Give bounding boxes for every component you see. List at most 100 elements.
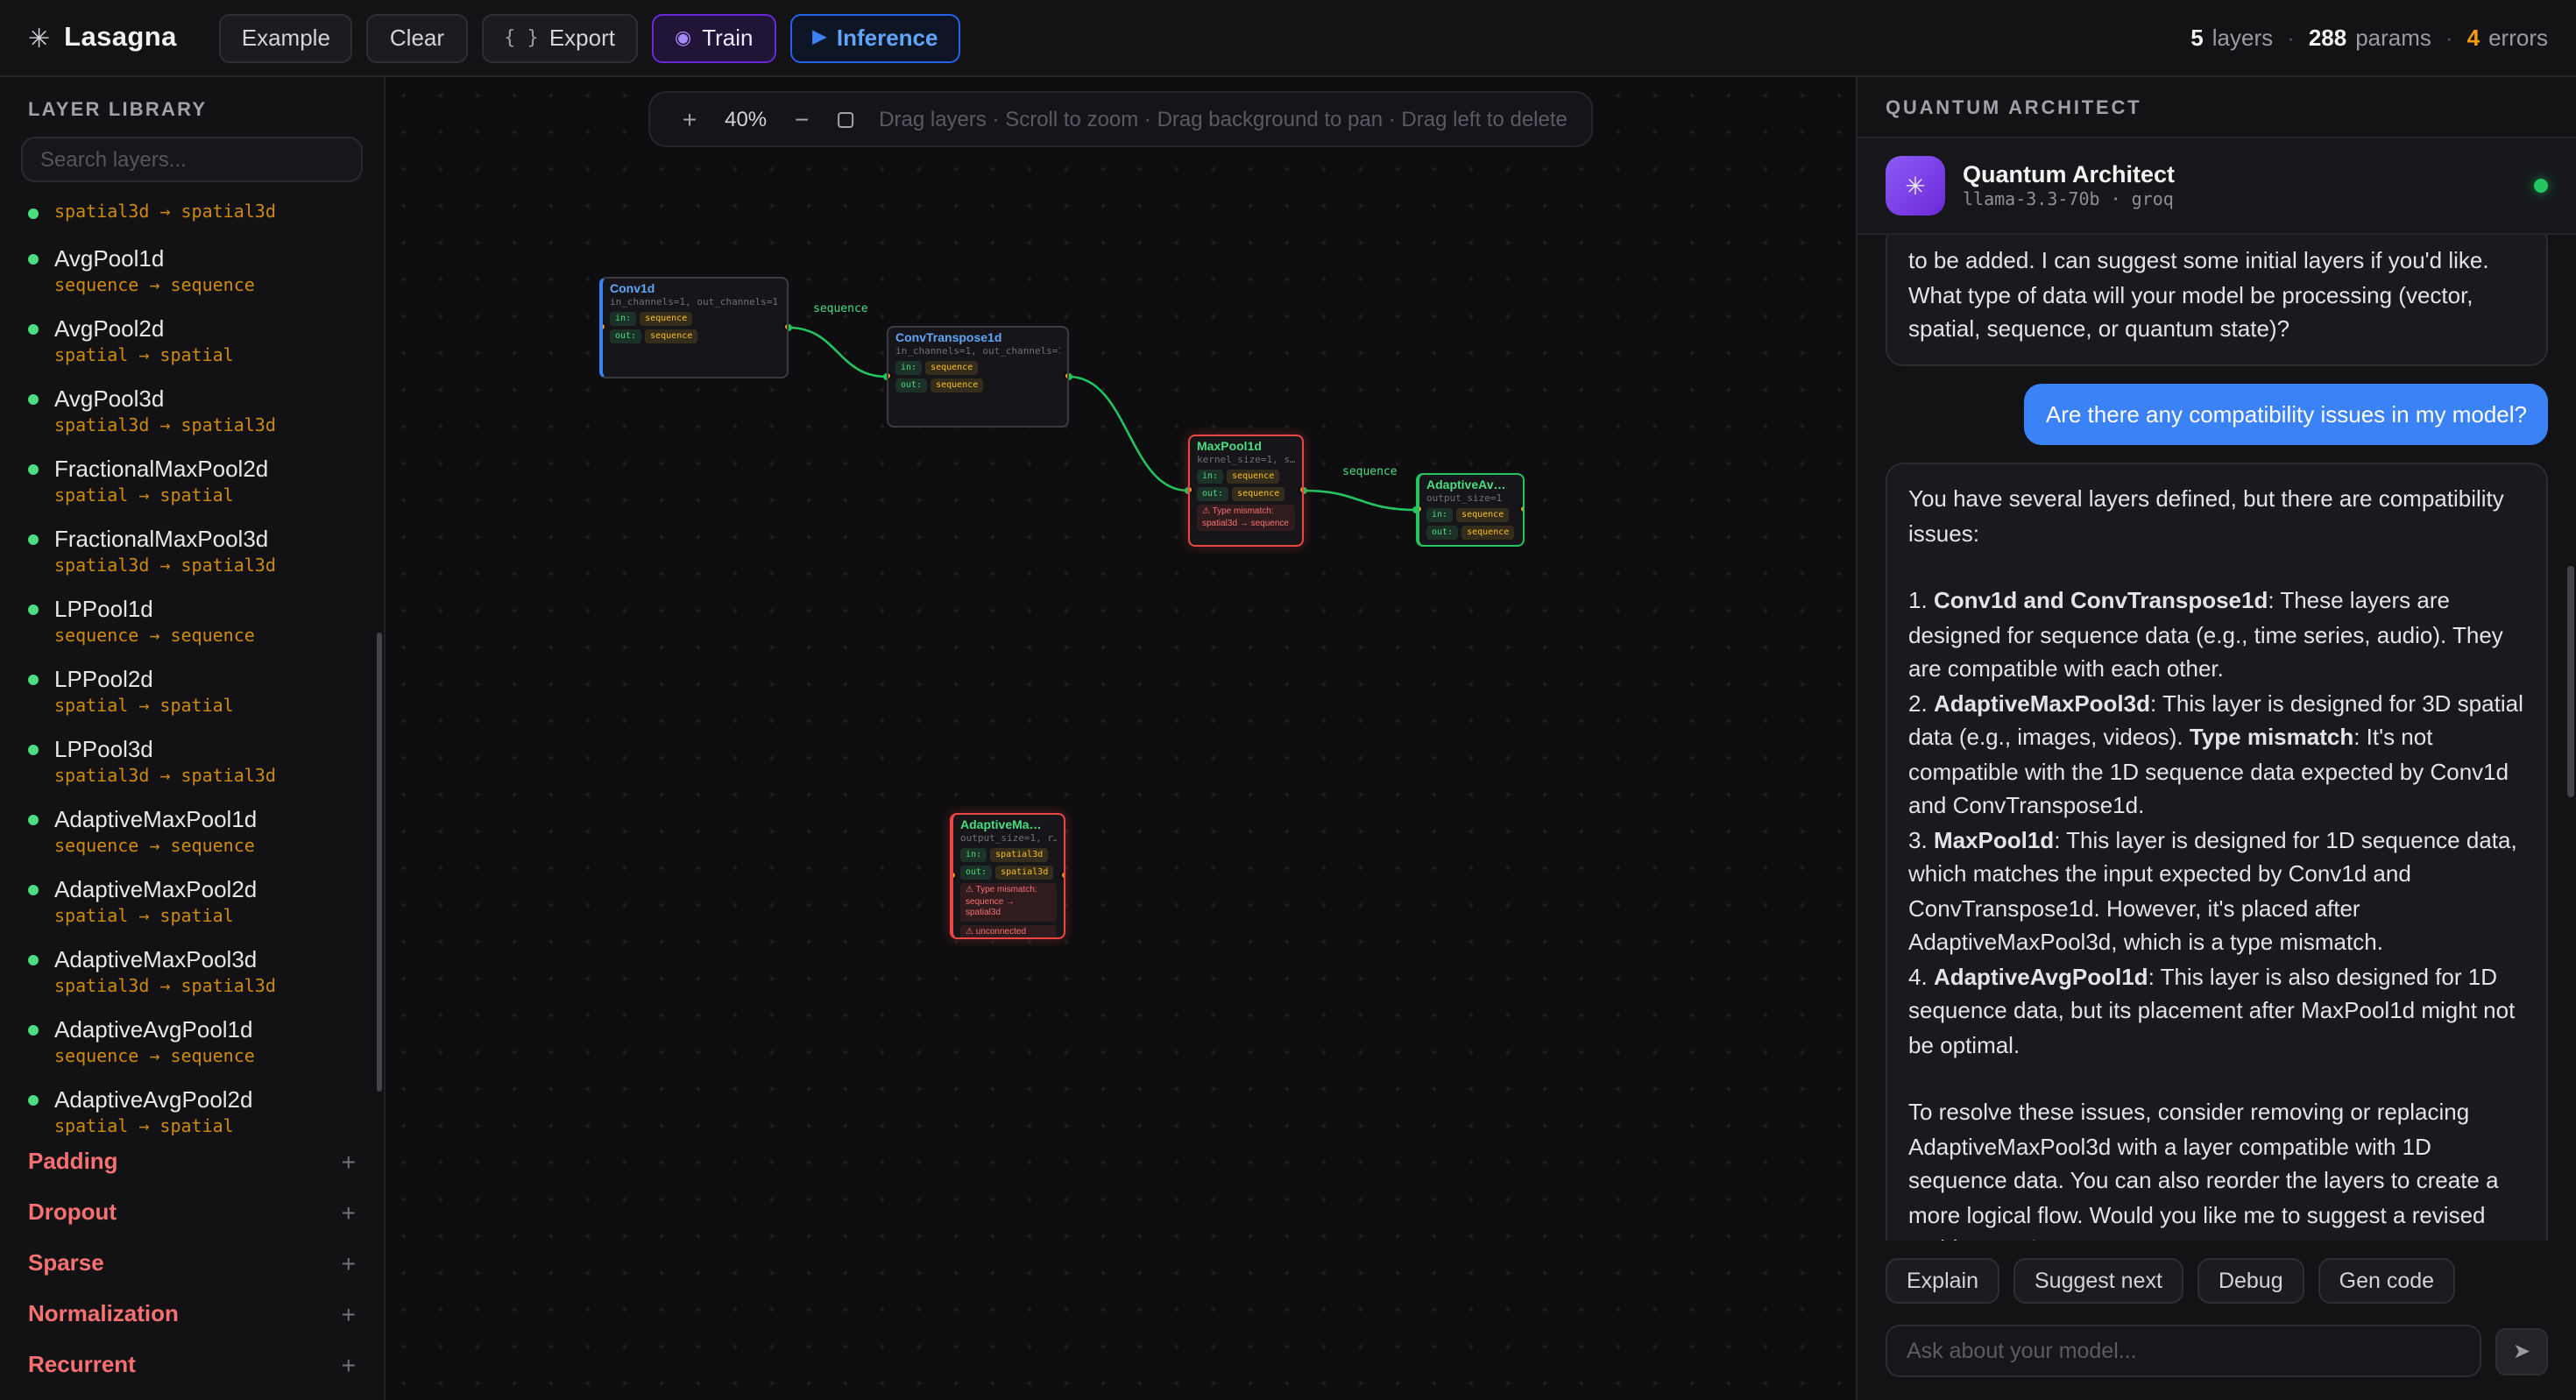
input-port[interactable] — [1419, 505, 1423, 513]
plus-icon[interactable]: + — [341, 1350, 356, 1378]
status-dot-icon — [28, 253, 39, 264]
online-status-dot — [2534, 179, 2548, 193]
quick-action-suggest-next[interactable]: Suggest next — [2013, 1258, 2183, 1304]
output-port[interactable] — [1064, 371, 1067, 380]
status-dot-icon — [28, 463, 39, 474]
category-normalization[interactable]: Normalization + — [0, 1288, 384, 1339]
output-port[interactable] — [1519, 505, 1523, 513]
quick-action-gen-code[interactable]: Gen code — [2318, 1258, 2456, 1304]
layer-signature: sequence → sequence — [54, 277, 255, 296]
output-port[interactable] — [1060, 871, 1064, 880]
plus-icon[interactable]: + — [341, 1248, 356, 1276]
layer-name: AdaptiveAvgPool2d — [54, 1086, 253, 1113]
layer-item-row: LPPool2d — [28, 666, 356, 692]
input-port[interactable] — [1190, 485, 1193, 494]
sidebar-scrollbar-thumb[interactable] — [377, 633, 382, 1092]
brand: ✳ Lasagna — [28, 22, 177, 53]
train-button[interactable]: ◉ Train — [651, 13, 776, 62]
node-adaptivemaxpool3d[interactable]: AdaptiveMa…output_size=1, r…in:spatial3d… — [950, 813, 1065, 939]
quick-action-explain[interactable]: Explain — [1886, 1258, 1999, 1304]
output-port[interactable] — [783, 322, 787, 331]
plus-icon[interactable]: + — [341, 1299, 356, 1327]
message-text: : This layer is designed for 3D spatial … — [1908, 689, 2523, 750]
io-type-chip: sequence — [1456, 508, 1510, 522]
message-text: : This layer is also designed for 1D seq… — [1908, 963, 2516, 1057]
node-io-row: out:sequence — [1426, 526, 1516, 540]
message-line: Are there any compatibility issues in my… — [2046, 397, 2527, 431]
io-type-chip: spatial3d — [990, 848, 1049, 862]
layer-item-partial[interactable]: spatial3d → spatial3d — [0, 196, 384, 237]
status-dot-icon — [28, 323, 39, 334]
layer-item-lppool1d[interactable]: LPPool1d sequence → sequence — [0, 587, 384, 657]
status-dot-icon — [28, 814, 39, 824]
edge-connection-1 — [1068, 375, 1189, 492]
layer-signature: sequence → sequence — [54, 627, 255, 647]
node-io-row: in:sequence — [1197, 470, 1295, 484]
category-label: Normalization — [28, 1300, 179, 1326]
input-port[interactable] — [888, 371, 892, 380]
clear-button[interactable]: Clear — [366, 13, 468, 62]
category-recurrent[interactable]: Recurrent+ — [0, 1339, 384, 1389]
category-label: Padding — [28, 1148, 118, 1174]
node-params: output_size=1, r… — [960, 834, 1057, 845]
message-line: 3. MaxPool1d: This layer is designed for… — [1908, 823, 2525, 959]
chat-input[interactable] — [1886, 1325, 2481, 1377]
layer-name: LPPool2d — [54, 666, 153, 692]
node-warning: ⚠ Type mismatch: sequence → spatial3d — [960, 883, 1057, 921]
layer-item-row: AvgPool3d — [28, 385, 356, 412]
message-text: To resolve these issues, consider removi… — [1908, 1099, 2499, 1241]
plus-icon[interactable]: + — [341, 1147, 356, 1175]
node-io-row: in:sequence — [1426, 508, 1516, 522]
category-padding[interactable]: Padding + — [0, 1135, 384, 1186]
layer-signature: spatial3d → spatial3d — [54, 767, 276, 787]
io-tag-chip: in: — [960, 848, 987, 862]
stat-separator: · — [2287, 25, 2295, 51]
message-text: 2. — [1908, 689, 1934, 716]
layer-signature: spatial → spatial — [54, 487, 234, 506]
input-port[interactable] — [603, 322, 606, 331]
app-logo-icon: ✳ — [28, 24, 51, 53]
layer-item-row: LPPool1d — [28, 596, 356, 622]
zoom-in-button[interactable]: + — [674, 103, 705, 135]
inference-button[interactable]: ▶ Inference — [789, 13, 961, 62]
zoom-out-button[interactable]: − — [786, 103, 817, 135]
example-button-label: Example — [241, 25, 330, 51]
io-type-chip: sequence — [1227, 470, 1280, 484]
quick-action-debug[interactable]: Debug — [2197, 1258, 2304, 1304]
status-dot-icon — [28, 1094, 39, 1105]
plus-icon[interactable]: + — [341, 1198, 356, 1226]
export-button[interactable]: { } Export — [481, 13, 638, 62]
message-text: 1. — [1908, 587, 1934, 613]
search-input[interactable] — [21, 137, 363, 182]
input-port[interactable] — [953, 871, 957, 880]
fit-view-icon[interactable] — [837, 111, 853, 127]
output-port[interactable] — [1299, 485, 1302, 494]
category-dropout[interactable]: Dropout+ — [0, 1186, 384, 1237]
message-text: You have several layers defined, but the… — [1908, 485, 2504, 546]
category-sparse[interactable]: Sparse+ — [0, 1237, 384, 1288]
status-dot-icon — [28, 954, 39, 965]
edge-type-label: sequence — [813, 301, 868, 315]
agent-avatar: ✳ — [1886, 156, 1945, 216]
chat-scrollbar-thumb[interactable] — [2567, 566, 2574, 797]
layer-item-row: AvgPool2d — [28, 315, 356, 342]
send-button[interactable]: ➤ — [2495, 1327, 2548, 1375]
example-button[interactable]: Example — [218, 13, 353, 62]
